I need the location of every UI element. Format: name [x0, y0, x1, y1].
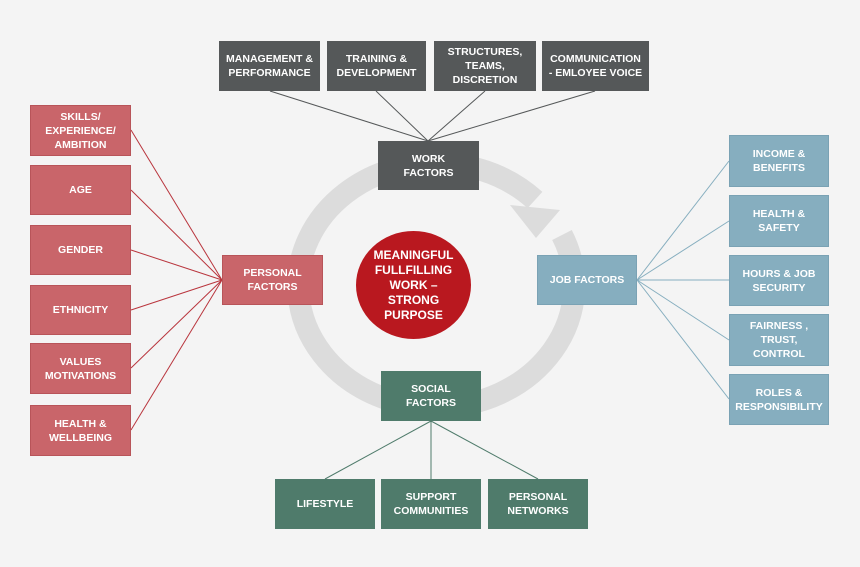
- connector-personal-6: [130, 279, 223, 431]
- cycle-arrow-head: [510, 205, 560, 238]
- job-factors-hub: JOB FACTORS: [537, 255, 637, 305]
- connector-work-4: [427, 90, 596, 142]
- personal-factor-values: VALUES MOTIVATIONS: [30, 343, 131, 394]
- connector-job-2: [636, 220, 730, 281]
- central-goal-ellipse: MEANINGFUL FULLFILLING WORK – STRONG PUR…: [356, 231, 471, 339]
- work-factor-structures-teams: STRUCTURES, TEAMS, DISCRETION: [434, 41, 536, 91]
- job-factor-fairness-trust: FAIRNESS , TRUST, CONTROL: [729, 314, 829, 366]
- connector-personal-1: [130, 129, 223, 281]
- connector-personal-2: [130, 189, 223, 281]
- personal-factor-age: AGE: [30, 165, 131, 215]
- connector-personal-4: [130, 279, 223, 311]
- work-factor-communication: COMMUNICATION - EMLOYEE VOICE: [542, 41, 649, 91]
- personal-factor-gender: GENDER: [30, 225, 131, 275]
- connector-job-1: [636, 160, 730, 281]
- connector-personal-5: [130, 279, 223, 369]
- social-factor-lifestyle: LIFESTYLE: [275, 479, 375, 529]
- work-factor-training-development: TRAINING & DEVELOPMENT: [327, 41, 426, 91]
- job-factor-health-safety: HEALTH & SAFETY: [729, 195, 829, 247]
- connector-work-2: [375, 90, 429, 142]
- personal-factor-ethnicity: ETHNICITY: [30, 285, 131, 335]
- connector-social-3: [430, 420, 539, 480]
- connector-job-5: [636, 279, 730, 400]
- job-factor-hours-security: HOURS & JOB SECURITY: [729, 255, 829, 306]
- social-factor-support-communities: SUPPORT COMMUNITIES: [381, 479, 481, 529]
- social-factors-hub: SOCIAL FACTORS: [381, 371, 481, 421]
- work-factor-management-performance: MANAGEMENT & PERFORMANCE: [219, 41, 320, 91]
- social-factor-personal-networks: PERSONAL NETWORKS: [488, 479, 588, 529]
- work-factors-hub: WORK FACTORS: [378, 141, 479, 190]
- personal-factor-health-wellbeing: HEALTH & WELLBEING: [30, 405, 131, 456]
- connector-personal-3: [130, 249, 223, 281]
- connector-social-1: [324, 420, 432, 480]
- connector-work-1: [269, 90, 429, 142]
- connector-work-3: [427, 90, 486, 142]
- job-factor-income-benefits: INCOME & BENEFITS: [729, 135, 829, 187]
- job-factor-roles-responsibility: ROLES & RESPONSIBILITY: [729, 374, 829, 425]
- connector-job-4: [636, 279, 730, 341]
- personal-factors-hub: PERSONAL FACTORS: [222, 255, 323, 305]
- personal-factor-skills: SKILLS/ EXPERIENCE/ AMBITION: [30, 105, 131, 156]
